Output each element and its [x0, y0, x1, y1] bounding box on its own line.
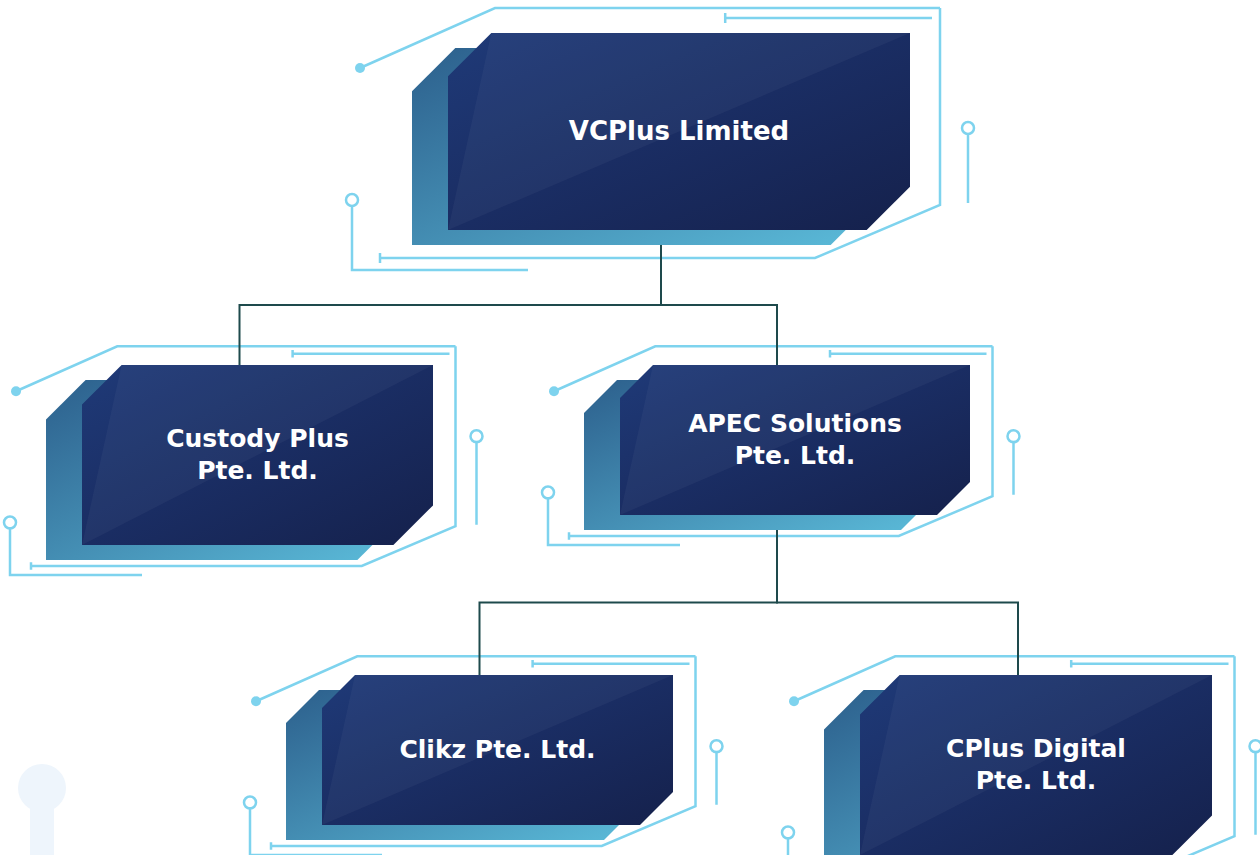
box-front	[448, 33, 910, 230]
company-box: VCPlus Limited	[412, 33, 910, 245]
box-front	[82, 365, 433, 545]
org-connector	[661, 245, 777, 365]
company-box: Custody Plus Pte. Ltd.	[46, 365, 433, 560]
org-connector	[777, 530, 1018, 675]
box-sheen	[860, 675, 1212, 855]
company-name: APEC Solutions Pte. Ltd.	[683, 408, 908, 473]
box-face: VCPlus Limited	[448, 33, 910, 230]
box-front	[322, 675, 673, 825]
company-name: Clikz Pte. Ltd.	[399, 734, 595, 767]
company-box: Clikz Pte. Ltd.	[286, 675, 673, 840]
circuit-trace	[782, 656, 1260, 855]
box-face: Custody Plus Pte. Ltd.	[82, 365, 433, 545]
box-face: APEC Solutions Pte. Ltd.	[620, 365, 970, 515]
box-sheen	[82, 365, 433, 545]
company-box: CPlus Digital Pte. Ltd.	[824, 675, 1212, 855]
org-connector	[240, 245, 662, 365]
circuit-trace	[244, 656, 723, 855]
box-front	[620, 365, 970, 515]
circuit-trace	[4, 346, 483, 575]
box-outline	[824, 675, 1212, 855]
box-sheen	[322, 675, 673, 825]
company-name: Custody Plus Pte. Ltd.	[155, 423, 360, 488]
box-sheen	[620, 365, 970, 515]
circuit-trace	[542, 346, 1020, 545]
circuit-trace	[346, 8, 974, 270]
company-name: VCPlus Limited	[569, 115, 789, 149]
box-front	[860, 675, 1212, 855]
box-face: Clikz Pte. Ltd.	[322, 675, 673, 825]
company-name: CPlus Digital Pte. Ltd.	[934, 733, 1139, 798]
org-connector	[480, 530, 778, 675]
company-box: APEC Solutions Pte. Ltd.	[584, 365, 970, 530]
box-face: CPlus Digital Pte. Ltd.	[860, 675, 1212, 855]
box-sheen	[448, 33, 910, 230]
